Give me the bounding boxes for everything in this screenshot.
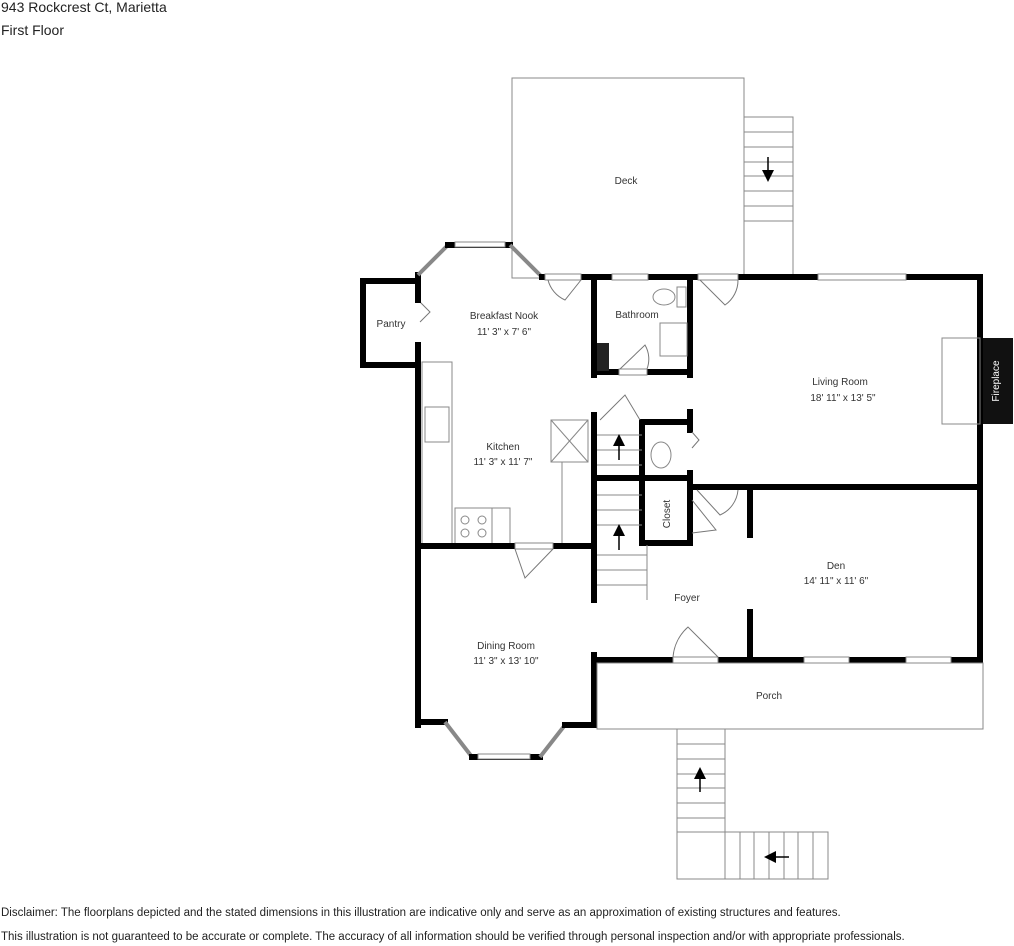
room-label-dining-room: Dining Room — [477, 641, 535, 652]
upper-stairs — [597, 434, 642, 466]
property-address: 943 Rockcrest Ct, Marietta — [1, 0, 167, 15]
breakfast-nook-walls — [415, 241, 983, 728]
stair-core — [591, 394, 983, 603]
kitchen — [415, 361, 597, 579]
disclaimer-line-1: Disclaimer: The floorplans depicted and … — [1, 907, 841, 919]
kitchen-sink-icon — [424, 406, 450, 443]
front-wall — [591, 484, 983, 728]
fireplace — [983, 338, 1013, 424]
living-room — [941, 274, 1013, 490]
room-dims-den: 14' 11" x 11' 6" — [804, 576, 869, 587]
room-dims-living-room: 18' 11" x 13' 5" — [810, 393, 876, 404]
disclaimer-line-2: This illustration is not guaranteed to b… — [1, 931, 905, 943]
bathroom — [591, 274, 693, 378]
floor-label: First Floor — [1, 22, 64, 38]
room-label-deck: Deck — [615, 176, 639, 187]
room-dims-kitchen: 11' 3" x 11' 7" — [474, 457, 533, 468]
toilet-icon — [652, 288, 676, 306]
lower-stairs — [597, 494, 648, 600]
room-label-porch: Porch — [756, 691, 782, 702]
fridge — [550, 419, 589, 463]
porch-stairs — [676, 728, 829, 880]
room-label-fireplace: Fireplace — [991, 360, 1002, 402]
stove-icon — [454, 507, 493, 546]
deck — [511, 77, 794, 279]
porch — [596, 662, 984, 880]
room-label-foyer: Foyer — [674, 593, 700, 604]
pantry — [360, 278, 431, 368]
room-dims-dining-room: 11' 3" x 13' 10" — [473, 656, 539, 667]
dining-room — [415, 719, 597, 760]
room-label-kitchen: Kitchen — [486, 442, 519, 453]
room-dims-breakfast-nook: 11' 3" x 7' 6" — [477, 327, 532, 338]
room-label-breakfast-nook: Breakfast Nook — [470, 311, 539, 322]
room-label-bathroom: Bathroom — [615, 310, 658, 321]
room-label-den: Den — [827, 561, 845, 572]
half-bath-sink-icon — [650, 441, 672, 469]
room-label-living-room: Living Room — [812, 377, 868, 388]
sink-icon — [659, 322, 688, 357]
room-label-closet: Closet — [662, 500, 673, 529]
room-label-pantry: Pantry — [377, 319, 406, 330]
deck-stairs — [743, 116, 794, 279]
